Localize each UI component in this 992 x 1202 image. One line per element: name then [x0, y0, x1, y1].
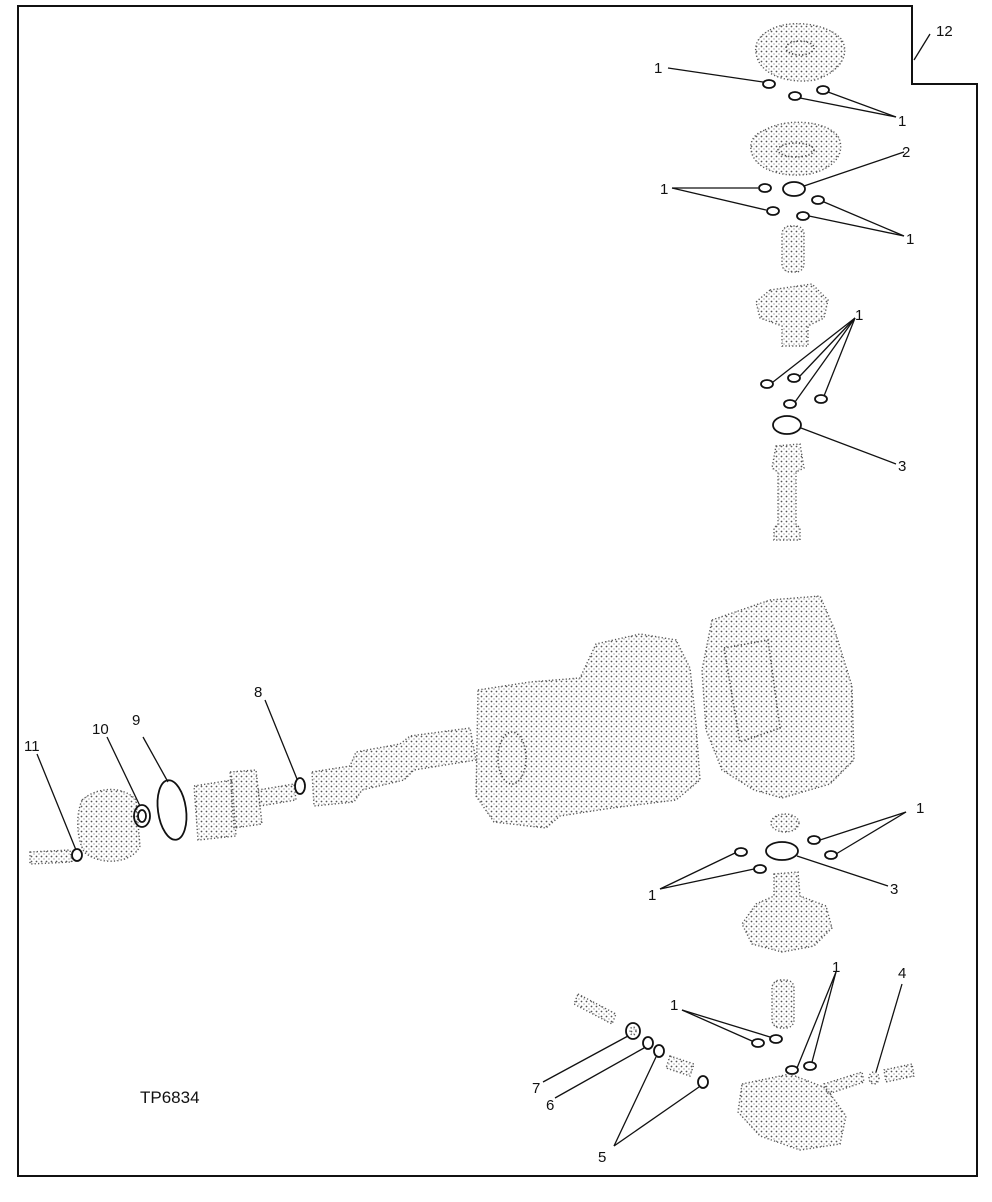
washer-7 — [625, 1022, 641, 1040]
lower-plug — [770, 813, 800, 833]
callout-7: 7 — [532, 1080, 540, 1097]
relief-spring — [665, 1055, 695, 1077]
main-spool — [311, 727, 477, 807]
o-ring — [788, 91, 802, 101]
callout-1: 1 — [832, 959, 840, 976]
o-ring-large — [782, 181, 806, 197]
callout-10: 10 — [92, 721, 109, 738]
lower-valve-stack — [573, 813, 915, 1151]
callout-6: 6 — [546, 1097, 554, 1114]
o-ring — [824, 850, 838, 860]
callout-1: 1 — [670, 997, 678, 1014]
side-fitting — [823, 1071, 865, 1095]
callout-1: 1 — [648, 887, 656, 904]
washer-7-inner — [629, 1026, 637, 1036]
callout-1: 1 — [855, 307, 863, 324]
small-o-ring — [294, 777, 306, 795]
o-ring — [760, 379, 774, 389]
o-ring — [769, 1034, 783, 1044]
callout-9: 9 — [132, 712, 140, 729]
bottom-cover — [737, 1073, 847, 1151]
spool-piece — [193, 779, 237, 841]
main-assembly — [29, 595, 855, 865]
figure-code: TP6834 — [140, 1088, 200, 1107]
o-ring — [785, 1065, 799, 1075]
upper-o-rings — [758, 79, 830, 435]
middle-plate-hole — [777, 142, 815, 158]
o-ring — [803, 1061, 817, 1071]
washer-11 — [71, 848, 83, 862]
ring-5 — [653, 1044, 665, 1058]
pump-housing — [475, 633, 701, 829]
port-opening — [497, 731, 527, 785]
o-ring — [811, 195, 825, 205]
end-cap — [77, 788, 141, 862]
rear-housing-face — [723, 639, 781, 744]
relief-stem — [573, 993, 617, 1025]
callout-1: 1 — [916, 800, 924, 817]
right-fitting — [883, 1063, 915, 1083]
left-screw — [29, 849, 73, 865]
lower-sleeve — [771, 979, 795, 1029]
callout-2: 2 — [902, 144, 910, 161]
o-ring — [734, 847, 748, 857]
callout-1: 1 — [898, 113, 906, 130]
callout-8: 8 — [254, 684, 262, 701]
o-ring — [766, 206, 780, 216]
upper-valve-stack — [750, 23, 846, 541]
ring-5b — [697, 1075, 709, 1089]
o-ring — [787, 373, 801, 383]
o-ring-large — [772, 415, 802, 435]
plug-4 — [868, 1071, 880, 1085]
o-ring — [758, 183, 772, 193]
callout-5: 5 — [598, 1149, 606, 1166]
o-ring — [751, 1038, 765, 1048]
o-ring — [753, 864, 767, 874]
o-ring-large — [765, 841, 799, 861]
lower-valve-body — [741, 871, 833, 953]
upper-sleeve — [781, 225, 805, 273]
callout-labels: 12 1 1 2 1 1 1 3 8 10 9 11 1 1 3 1 4 1 7… — [24, 23, 953, 1166]
spool-piece — [229, 769, 263, 829]
callout-1: 1 — [906, 231, 914, 248]
drawing-frame — [17, 5, 978, 1177]
top-cover-hole — [785, 40, 815, 56]
large-o-ring — [156, 779, 188, 841]
top-cover-plate — [754, 23, 846, 82]
o-ring — [816, 85, 830, 95]
upper-bolt — [771, 443, 805, 541]
spool-stem — [257, 783, 297, 807]
rear-housing — [701, 595, 855, 799]
o-ring — [796, 211, 810, 221]
callout-3: 3 — [890, 881, 898, 898]
callout-3: 3 — [898, 458, 906, 475]
callout-12: 12 — [936, 23, 953, 40]
o-ring — [783, 399, 797, 409]
ring-6 — [642, 1036, 654, 1050]
o-ring — [807, 835, 821, 845]
leader-lines — [36, 33, 931, 1147]
callout-11: 11 — [24, 738, 40, 755]
o-ring — [814, 394, 828, 404]
seal-inner — [137, 809, 147, 823]
callout-1: 1 — [660, 181, 668, 198]
upper-valve-body — [755, 283, 829, 347]
seal — [133, 804, 151, 828]
callout-1: 1 — [654, 60, 662, 77]
o-ring — [762, 79, 776, 89]
callout-4: 4 — [898, 965, 906, 982]
middle-plate — [750, 121, 842, 176]
